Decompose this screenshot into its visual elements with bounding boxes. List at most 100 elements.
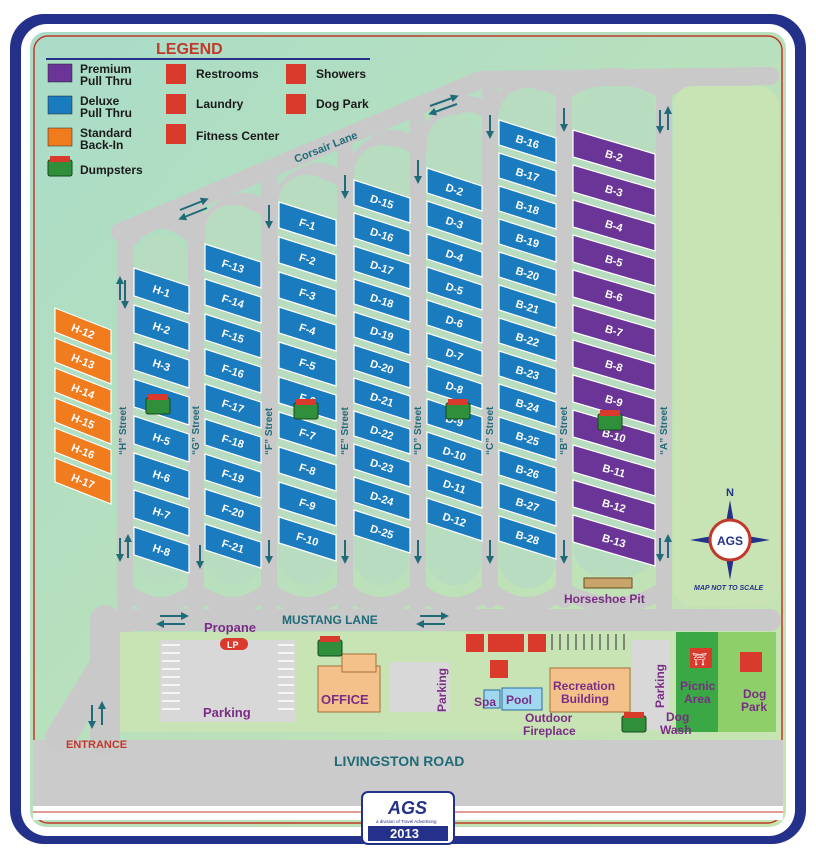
- campsite[interactable]: [353, 476, 411, 521]
- campsite[interactable]: [426, 266, 483, 311]
- campsite[interactable]: [204, 418, 262, 464]
- c-street-label: “C” Street: [485, 406, 496, 455]
- campsite[interactable]: [572, 444, 656, 497]
- campsite[interactable]: [426, 365, 483, 410]
- campsite[interactable]: [353, 509, 411, 554]
- campsite[interactable]: [204, 278, 262, 324]
- dumpster-icon: [621, 712, 647, 733]
- campsite[interactable]: [426, 497, 483, 542]
- campsite[interactable]: [204, 453, 262, 499]
- campsite[interactable]: [572, 374, 656, 427]
- campsite[interactable]: [572, 479, 656, 532]
- campsite-label: H-5: [151, 431, 172, 448]
- pool-label: Pool: [506, 693, 532, 707]
- campsite[interactable]: [426, 299, 483, 344]
- campsite[interactable]: [426, 233, 483, 278]
- campsite[interactable]: [54, 427, 112, 475]
- campsite[interactable]: [572, 409, 656, 462]
- campsite[interactable]: [133, 341, 190, 389]
- campsite[interactable]: [353, 212, 411, 257]
- campsite[interactable]: [353, 278, 411, 323]
- spa-label: Spa: [474, 695, 496, 709]
- campsite[interactable]: [498, 284, 557, 329]
- campsite[interactable]: [278, 411, 337, 457]
- campsite[interactable]: [204, 348, 262, 394]
- campsite[interactable]: [278, 446, 337, 492]
- ags-logo: AGS a division of Travel Advertising 201…: [361, 791, 455, 845]
- campsite[interactable]: [353, 245, 411, 290]
- amenity-icons-cluster: ⛩: [466, 634, 762, 678]
- campsite[interactable]: [498, 416, 557, 461]
- campsite[interactable]: [278, 516, 337, 562]
- campsite[interactable]: [498, 317, 557, 362]
- campsite[interactable]: [278, 236, 337, 282]
- campsite[interactable]: [572, 199, 656, 252]
- campsite[interactable]: [54, 337, 112, 385]
- campsite[interactable]: [278, 306, 337, 352]
- campsite[interactable]: [353, 410, 411, 455]
- campsite-label: H-8: [151, 542, 172, 559]
- campsite[interactable]: [572, 269, 656, 322]
- campsite-label: B-4: [604, 218, 625, 235]
- campsite[interactable]: [426, 167, 483, 212]
- parking-label-office: Parking: [435, 668, 449, 712]
- campsite[interactable]: [54, 397, 112, 445]
- campsite[interactable]: [572, 339, 656, 392]
- campsite-label: F-9: [298, 497, 317, 513]
- campsite[interactable]: [572, 514, 656, 567]
- campsite[interactable]: [133, 267, 190, 315]
- campsite[interactable]: [353, 344, 411, 389]
- campsite[interactable]: [498, 251, 557, 296]
- campsite[interactable]: [426, 431, 483, 476]
- campsite-label: H-1: [151, 283, 172, 300]
- campsite[interactable]: [278, 481, 337, 527]
- campsite[interactable]: [498, 152, 557, 197]
- campsite[interactable]: [426, 332, 483, 377]
- campsite[interactable]: [204, 243, 262, 289]
- campsite[interactable]: [498, 383, 557, 428]
- campsite[interactable]: [572, 304, 656, 357]
- legend-fitness-label: Fitness Center: [196, 129, 280, 143]
- campsite[interactable]: [204, 383, 262, 429]
- campsite[interactable]: [426, 464, 483, 509]
- campsite[interactable]: [278, 341, 337, 387]
- campsite[interactable]: [54, 457, 112, 505]
- campsite[interactable]: [54, 307, 112, 355]
- campsite[interactable]: [498, 350, 557, 395]
- campsite[interactable]: [353, 377, 411, 422]
- campsite[interactable]: [353, 443, 411, 488]
- campsite[interactable]: [133, 452, 190, 500]
- campsite[interactable]: [353, 179, 411, 224]
- campsite[interactable]: [278, 271, 337, 317]
- horseshoe-pit: [583, 577, 633, 589]
- campsite[interactable]: [498, 218, 557, 263]
- dogpark-label-2: Park: [741, 700, 767, 714]
- campsite[interactable]: [204, 488, 262, 534]
- legend-site-type-label: Standard: [80, 126, 132, 140]
- campsite[interactable]: [426, 200, 483, 245]
- campsite-label: B-2: [604, 148, 624, 164]
- campsite[interactable]: [498, 515, 557, 560]
- campsite[interactable]: [133, 304, 190, 352]
- campsite[interactable]: [54, 367, 112, 415]
- campsite[interactable]: [572, 129, 656, 182]
- legend-laundry-label: Laundry: [196, 97, 244, 111]
- campsite[interactable]: [572, 234, 656, 287]
- campsite[interactable]: [133, 489, 190, 537]
- campsite[interactable]: [133, 526, 190, 574]
- campsite[interactable]: [204, 313, 262, 359]
- street-labels: “H” Street “G” Street “F” Street “E” Str…: [118, 405, 670, 455]
- campsite[interactable]: [572, 164, 656, 217]
- campsite[interactable]: [278, 201, 337, 247]
- campsite[interactable]: [498, 185, 557, 230]
- campsite[interactable]: [498, 482, 557, 527]
- campsite-label: B-6: [604, 288, 624, 304]
- campsite[interactable]: [204, 523, 262, 569]
- dumpster-icon: [293, 399, 319, 420]
- campsite[interactable]: [498, 119, 557, 164]
- campsite[interactable]: [133, 415, 190, 463]
- campsite[interactable]: [498, 449, 557, 494]
- e-street-label: “E” Street: [340, 407, 351, 455]
- campsite[interactable]: [353, 311, 411, 356]
